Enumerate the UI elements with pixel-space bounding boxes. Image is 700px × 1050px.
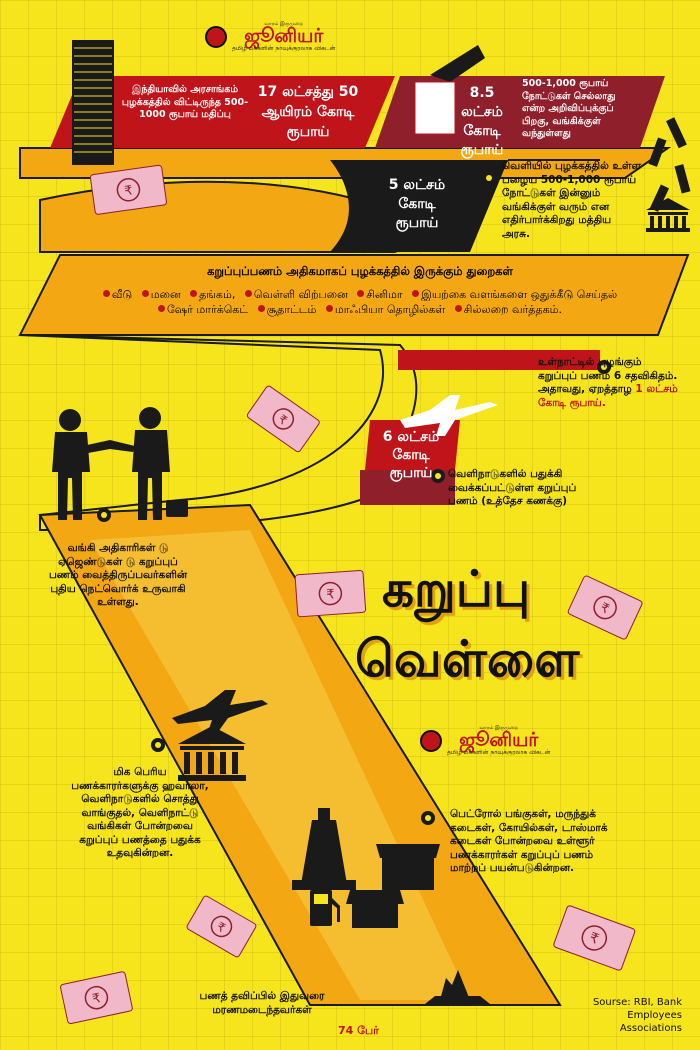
hawala-text: மிக பெரிய பணக்காரர்களுக்கு ஹவாலா, வெளிநா… [71, 766, 209, 859]
rupee-note-3: ₹ [294, 569, 367, 618]
bank-icon-top [646, 198, 690, 232]
total-amount: 17 லட்சத்து 50 ஆயிரம் கோடி ரூபாய் [257, 84, 359, 140]
rupee-note-4: ₹ [567, 575, 643, 640]
logo-pre: வாரம் இருமுறை [479, 725, 519, 731]
cash-stack-icon [72, 40, 114, 165]
bullet-markers [97, 171, 611, 825]
logo-badge-icon [420, 730, 442, 752]
title-line-2: வெள்ளை [355, 630, 580, 688]
fuel-pump-icon [310, 890, 340, 926]
sector-item: சில்லறை வர்த்தகம். [455, 303, 562, 316]
title-line-1: கறுப்பு [382, 560, 531, 618]
expected-panel [330, 160, 508, 252]
logo-name: ஜூனியர் [459, 729, 539, 751]
foreign-panel-maroon [360, 470, 455, 505]
logo-sub: தமிழ் மக்களின் நாவுக்குரலாக விகடன் [232, 45, 336, 52]
rupee-note-2: ₹ [246, 385, 320, 453]
domestic-band [398, 350, 600, 370]
logo-sub: தமிழ் மக்களின் நாவுக்குரலாக விகடன் [447, 749, 551, 756]
falling-notes-icon [648, 117, 691, 212]
local-conversion-text: பெட்ரோல் பங்குகள், மருந்துக் கடைகள், கோய… [450, 808, 608, 874]
logo-name: ஜூனியர் [244, 25, 324, 47]
logo-badge-icon [205, 26, 227, 48]
airplane-icon-lower [172, 690, 268, 732]
expected-description: வெளியில் புழக்கத்தில் உள்ள பழைய 500-1,00… [502, 160, 641, 240]
foreign-panel-red [365, 420, 460, 470]
foreign-description: வெளிநாடுகளில் பதுக்கி வைக்கப்பட்டுள்ள கற… [448, 468, 577, 507]
shop-icon [376, 844, 440, 890]
total-banner [50, 76, 395, 148]
storefront-icon [346, 890, 404, 928]
rupee-note-6: ₹ [553, 905, 636, 971]
sector-item: வீடு [103, 288, 132, 301]
logo-middle: வாரம் இருமுறை ஜூனியர் தமிழ் மக்களின் நாவ… [420, 726, 551, 756]
sector-item: தங்கம், [190, 288, 235, 301]
logo-top: வாரம் இருமுறை ஜூனியர் தமிழ் மக்களின் நாவ… [205, 22, 336, 52]
sector-item: வெள்ளி விற்பனை [245, 288, 348, 301]
rupee-note-5: ₹ [186, 895, 257, 958]
sectors-row-1: வீடு மனை தங்கம், வெள்ளி விற்பனை சினிமா இ… [60, 287, 660, 302]
grave-icon [425, 970, 490, 1004]
svg-text:₹: ₹ [123, 183, 133, 199]
bank-network-text: வங்கி அதிகாரிகள் டு ஏஜெண்டுகள் டு கறுப்ப… [48, 542, 188, 608]
bank-icon-lower [178, 726, 246, 781]
hand-deposit-icon [414, 45, 485, 135]
logo-pre: வாரம் இருமுறை [264, 21, 304, 27]
sector-item: மனை [142, 288, 181, 301]
domestic-text: உள்நாட்டில் புழங்கும் கறுப்புப் பணம் 6 ச… [538, 356, 678, 395]
rupee-note-7: ₹ [60, 971, 133, 1025]
banked-description: 500-1,000 ரூபாய் நோட்டுகள் செல்லாது என்ற… [522, 78, 616, 139]
rupee-diagonal-inner [90, 530, 470, 1000]
rupee-note-1: ₹ [89, 164, 167, 215]
sector-item: மாஃபியா தொழில்கள் [326, 303, 445, 316]
sector-item: இயற்கை வளங்களை ஒதுக்கீடு செய்தல் [412, 288, 617, 301]
airplane-icon-top [400, 395, 498, 436]
temple-icon [292, 808, 356, 890]
sector-item: சினிமா [357, 288, 402, 301]
svg-text:₹: ₹ [326, 587, 335, 603]
handshake-silhouette-icon [52, 407, 188, 520]
foreign-amount: 6 லட்சம் கோடி ரூபாய் [382, 429, 440, 481]
total-description: இந்தியாவில் அரசாங்கம் புழக்கத்தில் விட்ட… [121, 84, 249, 120]
domestic-highlight: 1 லட்சம் கோடி ரூபாய். [538, 383, 678, 409]
sectors-block: கறுப்புப்பணம் அதிகமாகப் புழக்கத்தில் இரு… [60, 264, 660, 317]
sector-item: ஷேர் மார்க்கெட் [158, 303, 248, 316]
sectors-heading: கறுப்புப்பணம் அதிகமாகப் புழக்கத்தில் இரு… [207, 264, 513, 278]
expected-amount: 5 லட்சம் கோடி ரூபாய் [388, 177, 446, 231]
deaths-text: பணத் தவிப்பில் இதுவரை மரணமடைந்தவர்கள் [199, 990, 325, 1016]
svg-text:₹: ₹ [91, 991, 102, 1007]
source-text: Sourse: RBI, Bank Employees Associations [592, 997, 682, 1034]
domestic-description: உள்நாட்டில் புழங்கும் கறுப்புப் பணம் 6 ச… [538, 356, 678, 410]
banked-amount: 8.5 லட்சம் கோடி ரூபாய் [460, 85, 504, 158]
sectors-row-2: ஷேர் மார்க்கெட் சூதாட்டம் மாஃபியா தொழில்… [60, 302, 660, 317]
deaths-count: 74 பேர் [338, 1024, 379, 1037]
sector-item: சூதாட்டம் [258, 303, 317, 316]
